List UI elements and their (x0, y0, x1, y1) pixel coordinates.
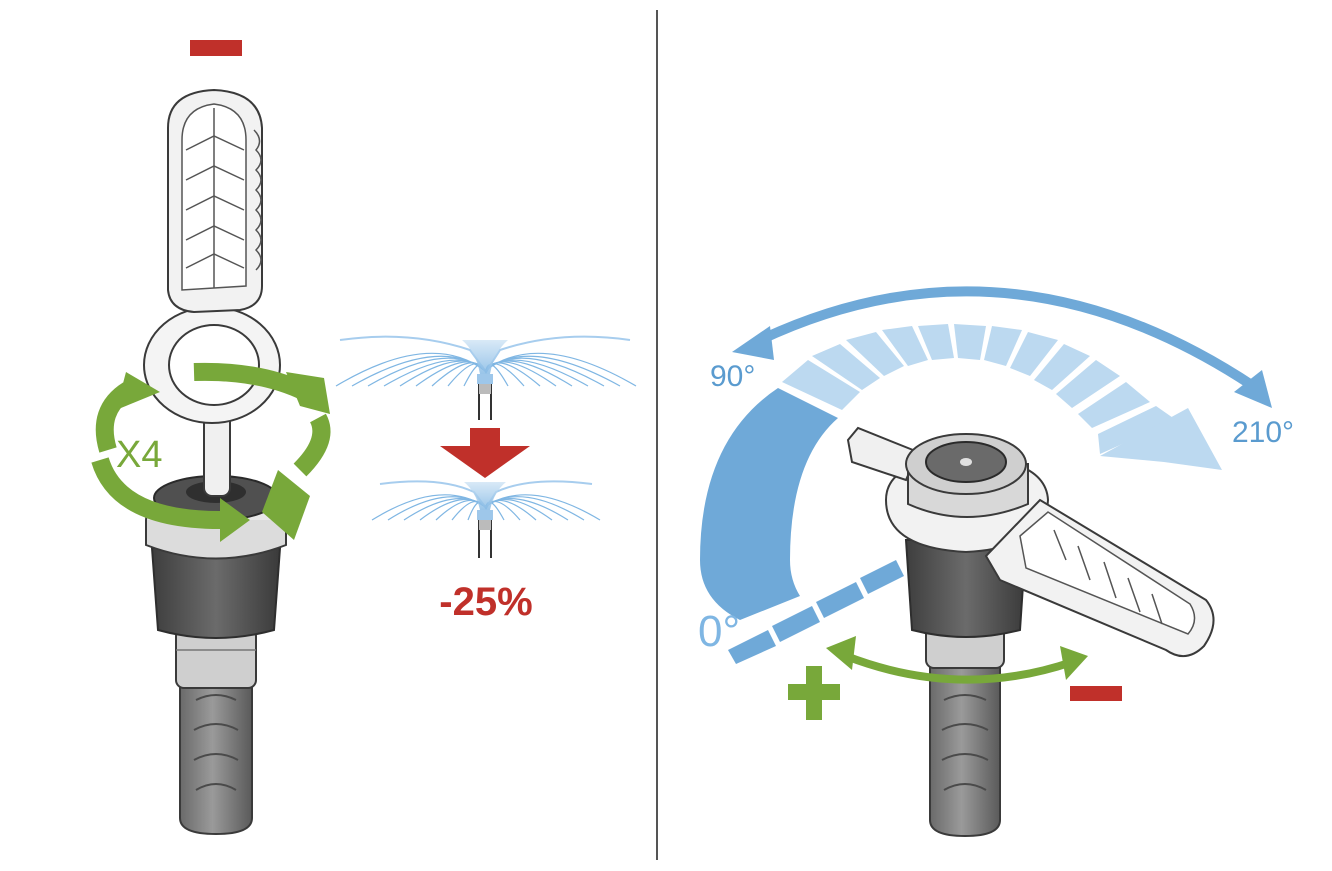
left-panel: X4 (91, 40, 637, 836)
reduction-label: -25% (439, 580, 532, 624)
arc-selected-sector (700, 388, 838, 620)
arc-base-segments (728, 560, 904, 664)
angle-90-label: 90° (710, 360, 755, 393)
adjust-arrow-icon (844, 652, 1074, 684)
rotate-arrowheads (116, 372, 330, 542)
angle-0-label: 0° (698, 607, 740, 656)
arc-available-segments (782, 324, 1222, 470)
minus-sign-right-icon (1070, 686, 1122, 701)
angle-210-label: 210° (1232, 416, 1294, 449)
minus-sign-icon (190, 40, 242, 56)
range-arrow-icon (753, 286, 1265, 397)
sprinkler-body-icon (145, 475, 287, 836)
arrow-down-icon (440, 428, 530, 478)
right-panel: 90° 210° 0° (698, 286, 1294, 838)
rotation-count-label: X4 (116, 434, 162, 476)
adjustment-key-icon (143, 88, 281, 497)
plus-sign-icon (788, 666, 840, 720)
sprinkler-body-right-icon (846, 426, 1215, 838)
